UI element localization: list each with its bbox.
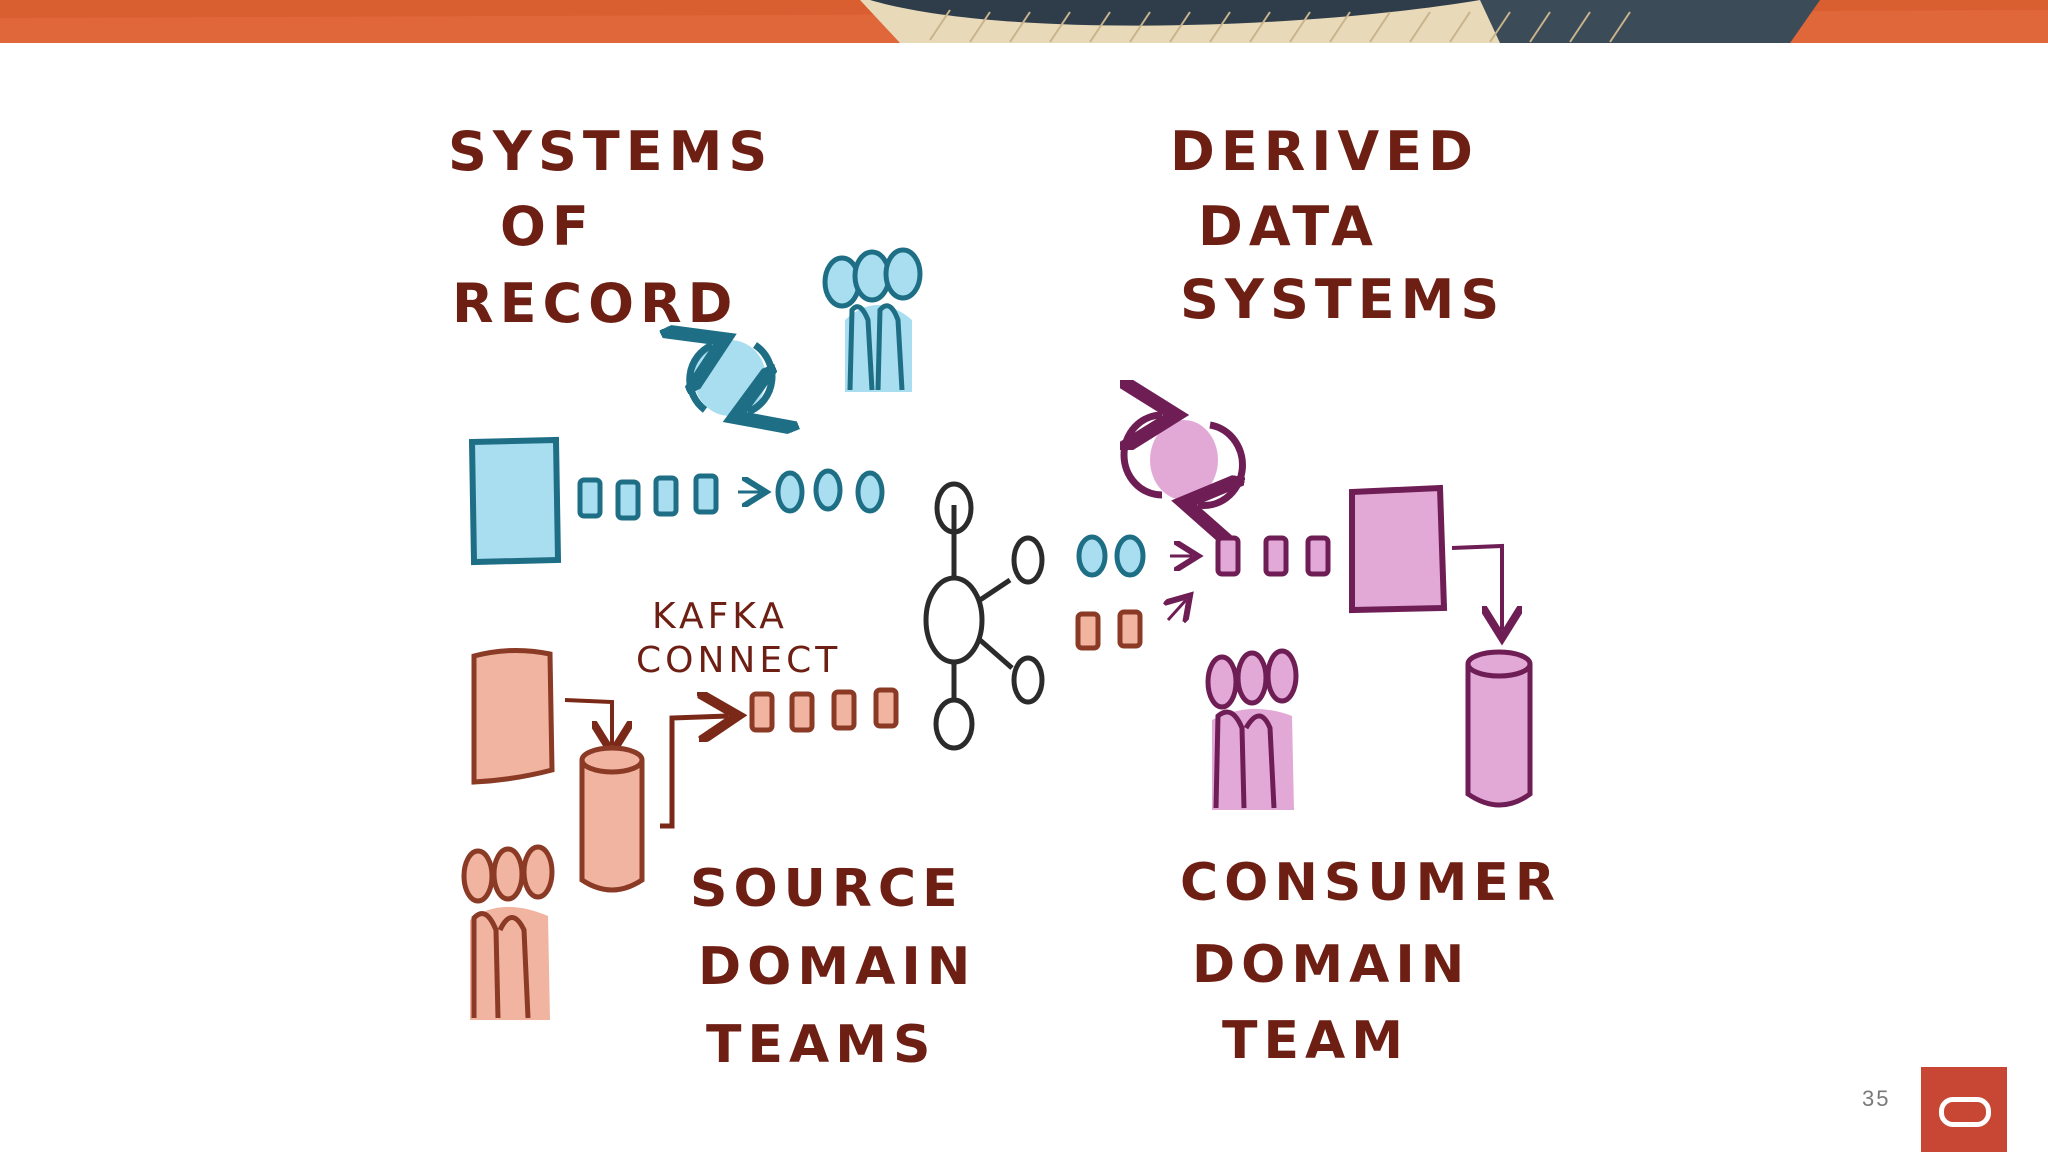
- peach-event-stream: [749, 687, 899, 733]
- purple-event-stream: [1215, 535, 1331, 577]
- derived-data-systems-title: DERIVED DATA SYSTEMS: [1170, 120, 1505, 331]
- teal-team-icon: [822, 247, 923, 392]
- systems-of-record-line-1: SYSTEMS: [448, 120, 773, 183]
- oracle-logo-icon: [1921, 1067, 2007, 1152]
- kafka-connect-label: KAFKA CONNECT: [636, 596, 841, 681]
- purple-team-icon: [1205, 648, 1299, 810]
- kafka-connect-line-1: KAFKA: [652, 596, 788, 637]
- teal-sync-icon: [690, 340, 772, 416]
- kafka-connect-line-2: CONNECT: [636, 640, 841, 681]
- source-domain-teams-line-3: TEAMS: [706, 1015, 936, 1075]
- teal-event-stream: [577, 468, 885, 521]
- header-banner: [0, 0, 2048, 43]
- peach-derived-events: [1075, 609, 1143, 651]
- consumer-domain-team-line-1: CONSUMER: [1180, 853, 1561, 913]
- consumer-domain-team-line-3: TEAM: [1222, 1011, 1409, 1071]
- peach-to-purple-arrow: [1168, 600, 1186, 620]
- source-domain-teams-line-2: DOMAIN: [698, 937, 976, 997]
- consumer-domain-team-line-2: DOMAIN: [1192, 935, 1470, 995]
- event-hub-icon: [923, 481, 1045, 751]
- systems-of-record-line-2: OF: [500, 195, 595, 258]
- purple-arrow-to-db: [1451, 543, 1502, 630]
- teal-derived-events: [1076, 534, 1146, 578]
- purple-sync-icon: [1124, 415, 1246, 505]
- derived-data-systems-line-1: DERIVED: [1170, 120, 1479, 183]
- oracle-logo-ring: [1939, 1097, 1991, 1127]
- source-domain-teams-title: SOURCE DOMAIN TEAMS: [690, 859, 976, 1075]
- peach-system-of-record: [471, 647, 555, 785]
- derived-data-systems-line-3: SYSTEMS: [1180, 268, 1505, 331]
- page-number: 35: [1862, 1086, 1891, 1111]
- purple-database-icon: [1465, 649, 1533, 808]
- kafka-connect-arrow: [660, 716, 728, 829]
- peach-team-icon: [461, 844, 555, 1020]
- peach-database-icon: [579, 745, 645, 893]
- purple-derived-system: [1349, 484, 1448, 614]
- teal-system-of-record: [468, 436, 562, 566]
- peach-arrow-to-db: [564, 698, 612, 745]
- derived-data-systems-line-2: DATA: [1198, 195, 1379, 258]
- systems-of-record-line-3: RECORD: [452, 272, 738, 335]
- systems-of-record-title: SYSTEMS OF RECORD: [448, 120, 773, 335]
- consumer-domain-team-title: CONSUMER DOMAIN TEAM: [1180, 853, 1561, 1071]
- source-domain-teams-line-1: SOURCE: [690, 859, 964, 919]
